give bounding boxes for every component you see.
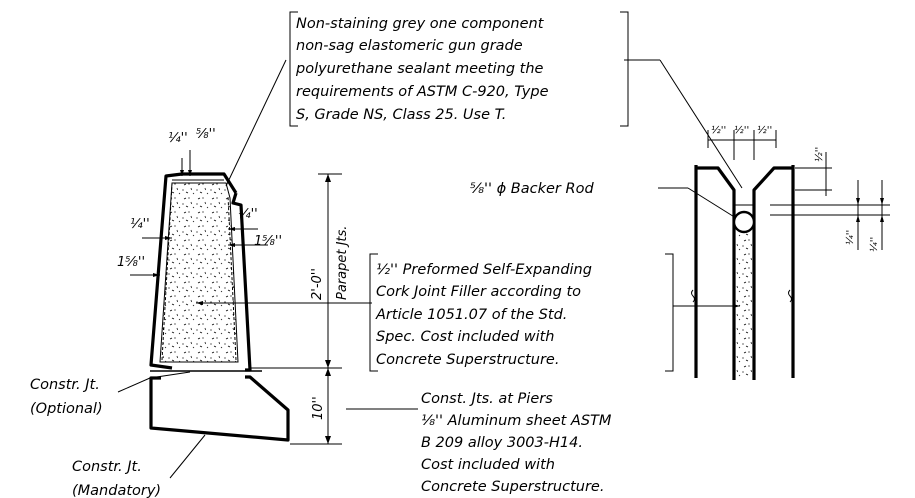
svg-text:½'': ½'' [711, 124, 726, 136]
dim-10: 10'' [311, 396, 326, 420]
svg-text:½'' Preformed Self-Expanding: ½'' Preformed Self-Expanding [376, 262, 592, 278]
svg-text:Non-staining grey one componen: Non-staining grey one component [296, 16, 545, 32]
svg-text:(Mandatory): (Mandatory) [72, 483, 161, 498]
base-outline [149, 375, 290, 442]
svg-text:B 209 alloy 3003-H14.: B 209 alloy 3003-H14. [421, 435, 583, 451]
svg-text:Spec. Cost included with: Spec. Cost included with [376, 329, 554, 345]
svg-text:(Optional): (Optional) [30, 401, 103, 417]
svg-text:¼'': ¼'' [868, 237, 880, 252]
dim-quarter-left: ¼'' [130, 217, 150, 232]
cork-filler [736, 232, 752, 377]
svg-text:Constr. Jt.: Constr. Jt. [72, 459, 142, 475]
backer-rod-icon [732, 210, 756, 234]
constr-jt-optional: Constr. Jt. (Optional) [30, 371, 191, 417]
parapet-outline-left [149, 172, 238, 370]
joint-filler-outline [159, 182, 239, 363]
joint-dimensions: ½'' ½'' ½'' ½'' ¼'' ¼'' [707, 124, 890, 252]
joint-filler-fill [160, 183, 238, 362]
joint-detail-right [691, 165, 795, 380]
dim-quarter-right: ¼'' [238, 207, 258, 222]
svg-text:polyurethane sealant meeting t: polyurethane sealant meeting the [295, 61, 544, 77]
parapet-section [149, 172, 290, 442]
svg-text:Constr. Jt.: Constr. Jt. [30, 377, 100, 393]
svg-text:Cork Joint Filler according to: Cork Joint Filler according to [376, 284, 581, 300]
backer-rod-label: ⅝'' ϕ Backer Rod [470, 181, 594, 197]
sealant-band-left [161, 183, 173, 361]
parapet-dimensions: 2'-0'' Parapet Jts. 10'' ¼'' ⅝'' ¼'' ¼''… [117, 127, 372, 445]
dim-parapet-jts: Parapet Jts. [335, 226, 350, 300]
svg-text:non-sag elastomeric gun grade: non-sag elastomeric gun grade [296, 38, 523, 54]
svg-text:S, Grade NS, Class 25. Use T.: S, Grade NS, Class 25. Use T. [296, 107, 506, 123]
svg-text:½'': ½'' [757, 124, 772, 136]
svg-text:requirements of ASTM C-920, Ty: requirements of ASTM C-920, Type [296, 84, 549, 100]
dim-2-0: 2'-0'' [310, 268, 325, 300]
svg-text:⅛'' Aluminum sheet ASTM: ⅛'' Aluminum sheet ASTM [421, 413, 612, 429]
svg-text:½'': ½'' [813, 147, 825, 162]
dim-1-5-8-left: 1⅝'' [117, 255, 145, 270]
sealant-band-right [227, 195, 237, 361]
svg-text:Const. Jts. at Piers: Const. Jts. at Piers [421, 391, 553, 407]
piers-note: Const. Jts. at Piers ⅛'' Aluminum sheet … [421, 391, 612, 495]
parapet-outline-right [231, 192, 252, 372]
svg-text:Cost included with: Cost included with [421, 457, 555, 473]
cork-note: ½'' Preformed Self-Expanding Cork Joint … [375, 262, 592, 368]
dim-five-eighths-top: ⅝'' [196, 127, 216, 142]
dim-1-5-8-right: 1⅝'' [254, 234, 282, 249]
svg-text:¼'': ¼'' [844, 230, 856, 245]
svg-text:Concrete Superstructure.: Concrete Superstructure. [421, 479, 604, 495]
svg-text:½'': ½'' [734, 124, 749, 136]
sealant-leader [225, 59, 287, 187]
svg-text:Concrete Superstructure.: Concrete Superstructure. [376, 352, 559, 368]
sealant-note: Non-staining grey one component non-sag … [295, 16, 549, 123]
dim-quarter-top: ¼'' [168, 131, 188, 146]
svg-text:Article 1051.07 of the Std.: Article 1051.07 of the Std. [375, 307, 567, 323]
constr-jt-mandatory: Constr. Jt. (Mandatory) [72, 434, 206, 498]
